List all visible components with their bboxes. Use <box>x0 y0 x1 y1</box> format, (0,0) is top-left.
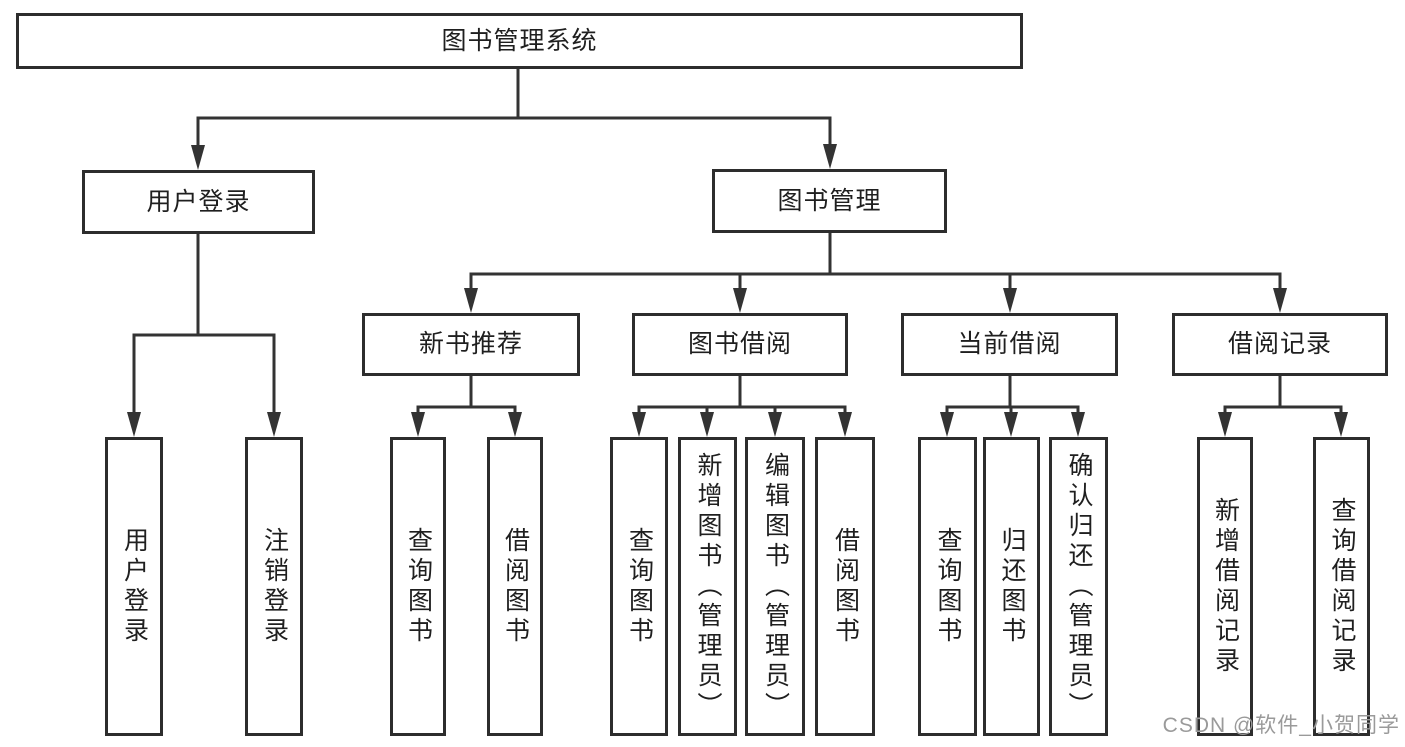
node-nbr-query-books: 查询图书 <box>390 437 446 736</box>
node-bb-borrow-books: 借阅图书 <box>815 437 875 736</box>
node-label: 新增图书（管理员） <box>694 451 722 722</box>
node-bb-query-books: 查询图书 <box>610 437 668 736</box>
watermark: CSDN @软件_小贺同学 <box>1162 714 1400 737</box>
node-br-add-record: 新增借阅记录 <box>1197 437 1253 736</box>
node-label: 确认归还（管理员） <box>1065 451 1093 722</box>
node-label: 借阅记录 <box>1227 330 1332 358</box>
node-book-borrow: 图书借阅 <box>632 313 848 376</box>
node-label: 查询图书 <box>625 526 654 647</box>
node-cb-confirm-return-admin: 确认归还（管理员） <box>1049 437 1108 736</box>
node-label: 图书管理 <box>777 186 882 215</box>
node-label: 编辑图书（管理员） <box>761 451 790 722</box>
node-br-query-record: 查询借阅记录 <box>1313 437 1370 736</box>
node-root: 图书管理系统 <box>16 13 1023 69</box>
node-label: 图书借阅 <box>687 330 792 358</box>
node-cb-query-books: 查询图书 <box>918 437 977 736</box>
node-user-login-branch: 用户登录 <box>82 170 315 234</box>
node-book-management: 图书管理 <box>712 169 947 233</box>
node-label: 用户登录 <box>146 187 251 216</box>
node-label: 归还图书 <box>998 526 1026 647</box>
node-cb-return-books: 归还图书 <box>983 437 1040 736</box>
node-label: 新书推荐 <box>418 330 523 358</box>
node-label: 当前借阅 <box>957 330 1062 358</box>
node-current-borrow: 当前借阅 <box>901 313 1118 376</box>
node-label: 查询图书 <box>934 526 962 647</box>
node-bb-add-books-admin: 新增图书（管理员） <box>678 437 737 736</box>
node-label: 注销登录 <box>260 526 289 647</box>
node-label: 用户登录 <box>120 526 149 647</box>
node-new-book-recommend: 新书推荐 <box>362 313 580 376</box>
node-label: 借阅图书 <box>831 526 860 647</box>
node-label: 查询图书 <box>404 526 433 647</box>
node-label: 查询借阅记录 <box>1328 496 1356 677</box>
node-borrow-records: 借阅记录 <box>1172 313 1388 376</box>
node-logout: 注销登录 <box>245 437 303 736</box>
node-label: 新增借阅记录 <box>1211 496 1240 677</box>
node-user-login: 用户登录 <box>105 437 163 736</box>
node-nbr-borrow-books: 借阅图书 <box>487 437 543 736</box>
node-label: 借阅图书 <box>501 526 530 647</box>
node-label: 图书管理系统 <box>441 26 598 55</box>
node-bb-edit-books-admin: 编辑图书（管理员） <box>745 437 805 736</box>
